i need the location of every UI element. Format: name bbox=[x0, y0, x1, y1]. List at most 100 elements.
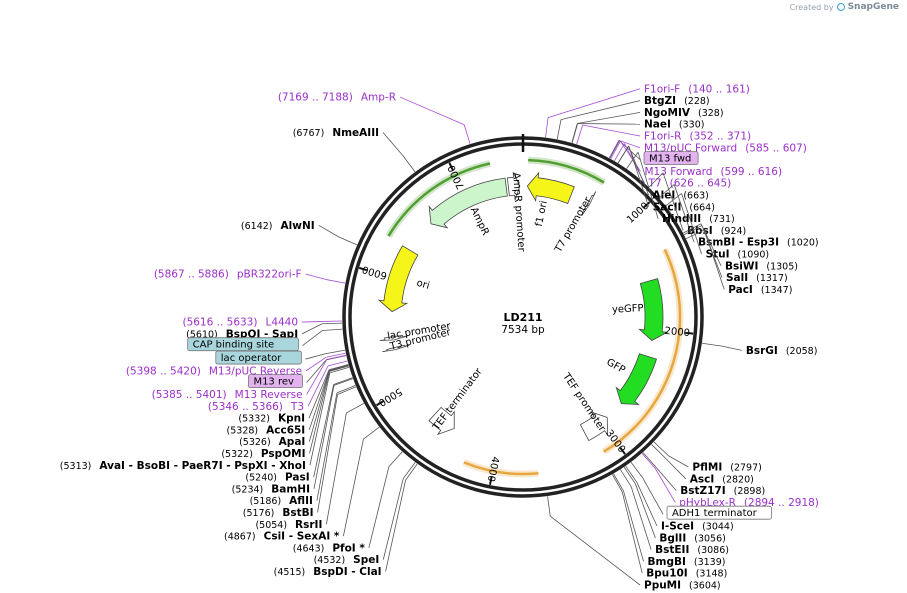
leader2-f1ori-r bbox=[582, 124, 641, 137]
leader2-m13-reverse bbox=[306, 359, 327, 395]
enzyme-pflmi: PflMI(2797) bbox=[692, 462, 761, 474]
leader-ppumi bbox=[547, 496, 551, 517]
leader-bsiwi bbox=[683, 223, 702, 234]
enzyme-bstbi: (5176)BstBI bbox=[243, 507, 314, 519]
leader-t3 bbox=[327, 360, 348, 367]
enzyme-bpu10i: Bpu10I(3148) bbox=[646, 568, 727, 580]
orf-halo-3 bbox=[462, 459, 539, 478]
box-label-m13-fwd: M13 fwd bbox=[649, 154, 691, 165]
leader-csii-sexai bbox=[363, 426, 380, 440]
enzyme-paci: PacI(1347) bbox=[728, 284, 792, 296]
leader-bmgbi bbox=[613, 473, 624, 492]
enzyme-bsmbi-esp3i: BsmBI - Esp3I(1020) bbox=[698, 237, 819, 249]
leader-hindiii bbox=[626, 151, 639, 169]
primer-f1ori-r: F1ori-R(352 .. 371) bbox=[644, 130, 751, 142]
leader-bamhi bbox=[333, 378, 353, 386]
enzyme-btgzi: BtgZI(228) bbox=[644, 95, 710, 107]
feature-gfp bbox=[615, 353, 658, 405]
box-label-lac-operator: lac operator bbox=[221, 353, 282, 364]
leader-pbr322ori-f bbox=[325, 279, 346, 284]
orf-layer bbox=[385, 156, 684, 478]
leader2-avai-bsobi-paer7i-pspxi-xhoi bbox=[309, 372, 331, 466]
leader2-bamhi bbox=[313, 385, 335, 489]
leader2-adh1-terminator bbox=[642, 478, 664, 515]
feature-ampr bbox=[428, 177, 508, 229]
tick-3000 bbox=[619, 447, 626, 455]
leader2-f1ori-f bbox=[547, 88, 641, 118]
leader2-hindiii bbox=[637, 152, 659, 219]
enzyme-asci: AscI(2820) bbox=[690, 473, 754, 485]
leader2-bstbi bbox=[317, 394, 338, 513]
leader-lac-operator bbox=[325, 349, 346, 355]
orf-halo-2 bbox=[601, 247, 684, 455]
plasmid-length: 7534 bp bbox=[501, 324, 545, 336]
leader-bglii bbox=[623, 466, 636, 484]
leader-naei bbox=[571, 123, 579, 143]
leader2-ngomiv bbox=[577, 112, 641, 124]
feature-f1-ori bbox=[526, 171, 575, 205]
box-label-cap-binding-site: CAP binding site bbox=[193, 340, 275, 351]
leader-pflmi bbox=[653, 441, 669, 457]
feature-ori bbox=[377, 245, 419, 313]
enzyme-spei: (4532)SpeI bbox=[314, 554, 380, 566]
leader-cap-binding-site bbox=[322, 328, 343, 331]
leader-pspomi bbox=[329, 365, 349, 372]
leader2-cap-binding-site bbox=[302, 330, 323, 347]
leader2-pfoi bbox=[368, 466, 390, 548]
leader-rsrii bbox=[346, 403, 365, 414]
leader2-bsteii bbox=[630, 486, 652, 550]
feature-ampr-promoter bbox=[506, 172, 521, 201]
box-m13-fwd bbox=[643, 151, 699, 165]
leader-m13-forward bbox=[610, 141, 621, 159]
leader-pfoi bbox=[388, 451, 403, 467]
primer-l4440: (5616 .. 5633)L4440 bbox=[182, 317, 298, 329]
leader-sacii bbox=[617, 145, 630, 164]
feature-label-ampr-promoter: AmpR promoter bbox=[510, 172, 526, 253]
enzyme-nmeaiii: (6767)NmeAIII bbox=[293, 127, 379, 139]
leader-bsteii bbox=[620, 469, 632, 487]
leader2-bsmbi-esp3i bbox=[673, 184, 695, 243]
leader2-bstz17i bbox=[655, 467, 677, 491]
leader-bstbi bbox=[337, 386, 357, 395]
enzyme-aflii: (5186)AflII bbox=[250, 495, 313, 507]
leader2-bspdi-clai bbox=[385, 480, 406, 572]
watermark-prefix: Created by bbox=[789, 2, 834, 12]
enzyme-ngomiv: NgoMIV(328) bbox=[644, 107, 724, 119]
leader2-pspomi bbox=[309, 371, 330, 454]
leader2-bpu10i bbox=[621, 491, 643, 574]
leader2-pflmi bbox=[668, 455, 689, 468]
enzyme-csii-sexai: (4867)CsiI - SexAI * bbox=[224, 531, 340, 543]
center-title: LD211 7534 bp bbox=[501, 311, 545, 336]
snapgene-logo-icon bbox=[836, 3, 845, 11]
leader-bpu10i bbox=[611, 474, 623, 493]
leader2-alwni bbox=[318, 224, 339, 238]
enzyme-naei: NaeI(330) bbox=[644, 119, 704, 131]
leader2-btgzi bbox=[560, 100, 641, 121]
feature-yegfp bbox=[638, 278, 669, 342]
leader-sali bbox=[683, 225, 703, 235]
orf-arc-0 bbox=[528, 158, 605, 184]
leader-i-scei bbox=[625, 465, 638, 483]
enzyme-bsrgi: BsrGI(2058) bbox=[746, 345, 818, 357]
tick-label-2000: 2000 bbox=[664, 326, 690, 339]
leader-bspqi-sapi bbox=[322, 322, 343, 325]
enzyme-kpni: (5332)KpnI bbox=[238, 413, 305, 425]
leader2-amp-r bbox=[399, 96, 465, 126]
leader2-l4440 bbox=[302, 321, 323, 323]
enzyme-avai-bsobi-paer7i-pspxi-xhoi: (5313)AvaI - BsoBI - PaeR7I - PspXI - Xh… bbox=[60, 460, 306, 472]
leader2-kpni bbox=[308, 369, 330, 419]
leader2-asci bbox=[665, 458, 687, 480]
feature-lac-promoter bbox=[379, 334, 408, 341]
leader-m13-reverse bbox=[326, 355, 347, 361]
primer-amp-r: (7169 .. 7188)Amp-R bbox=[278, 92, 396, 104]
orf-arc-2 bbox=[603, 248, 682, 453]
leader-f1ori-r bbox=[576, 124, 583, 145]
enzyme-sali: SalI(1317) bbox=[726, 272, 788, 284]
tick-7000 bbox=[448, 162, 454, 171]
leader-f1ori-f bbox=[545, 117, 549, 138]
enzyme-bstz17i: BstZ17I(2898) bbox=[680, 485, 765, 497]
leader-spei bbox=[402, 462, 416, 479]
plasmid-name: LD211 bbox=[503, 311, 542, 324]
leader2-bspqi-sapi bbox=[301, 323, 323, 335]
feature-t3-promoter bbox=[382, 344, 410, 353]
